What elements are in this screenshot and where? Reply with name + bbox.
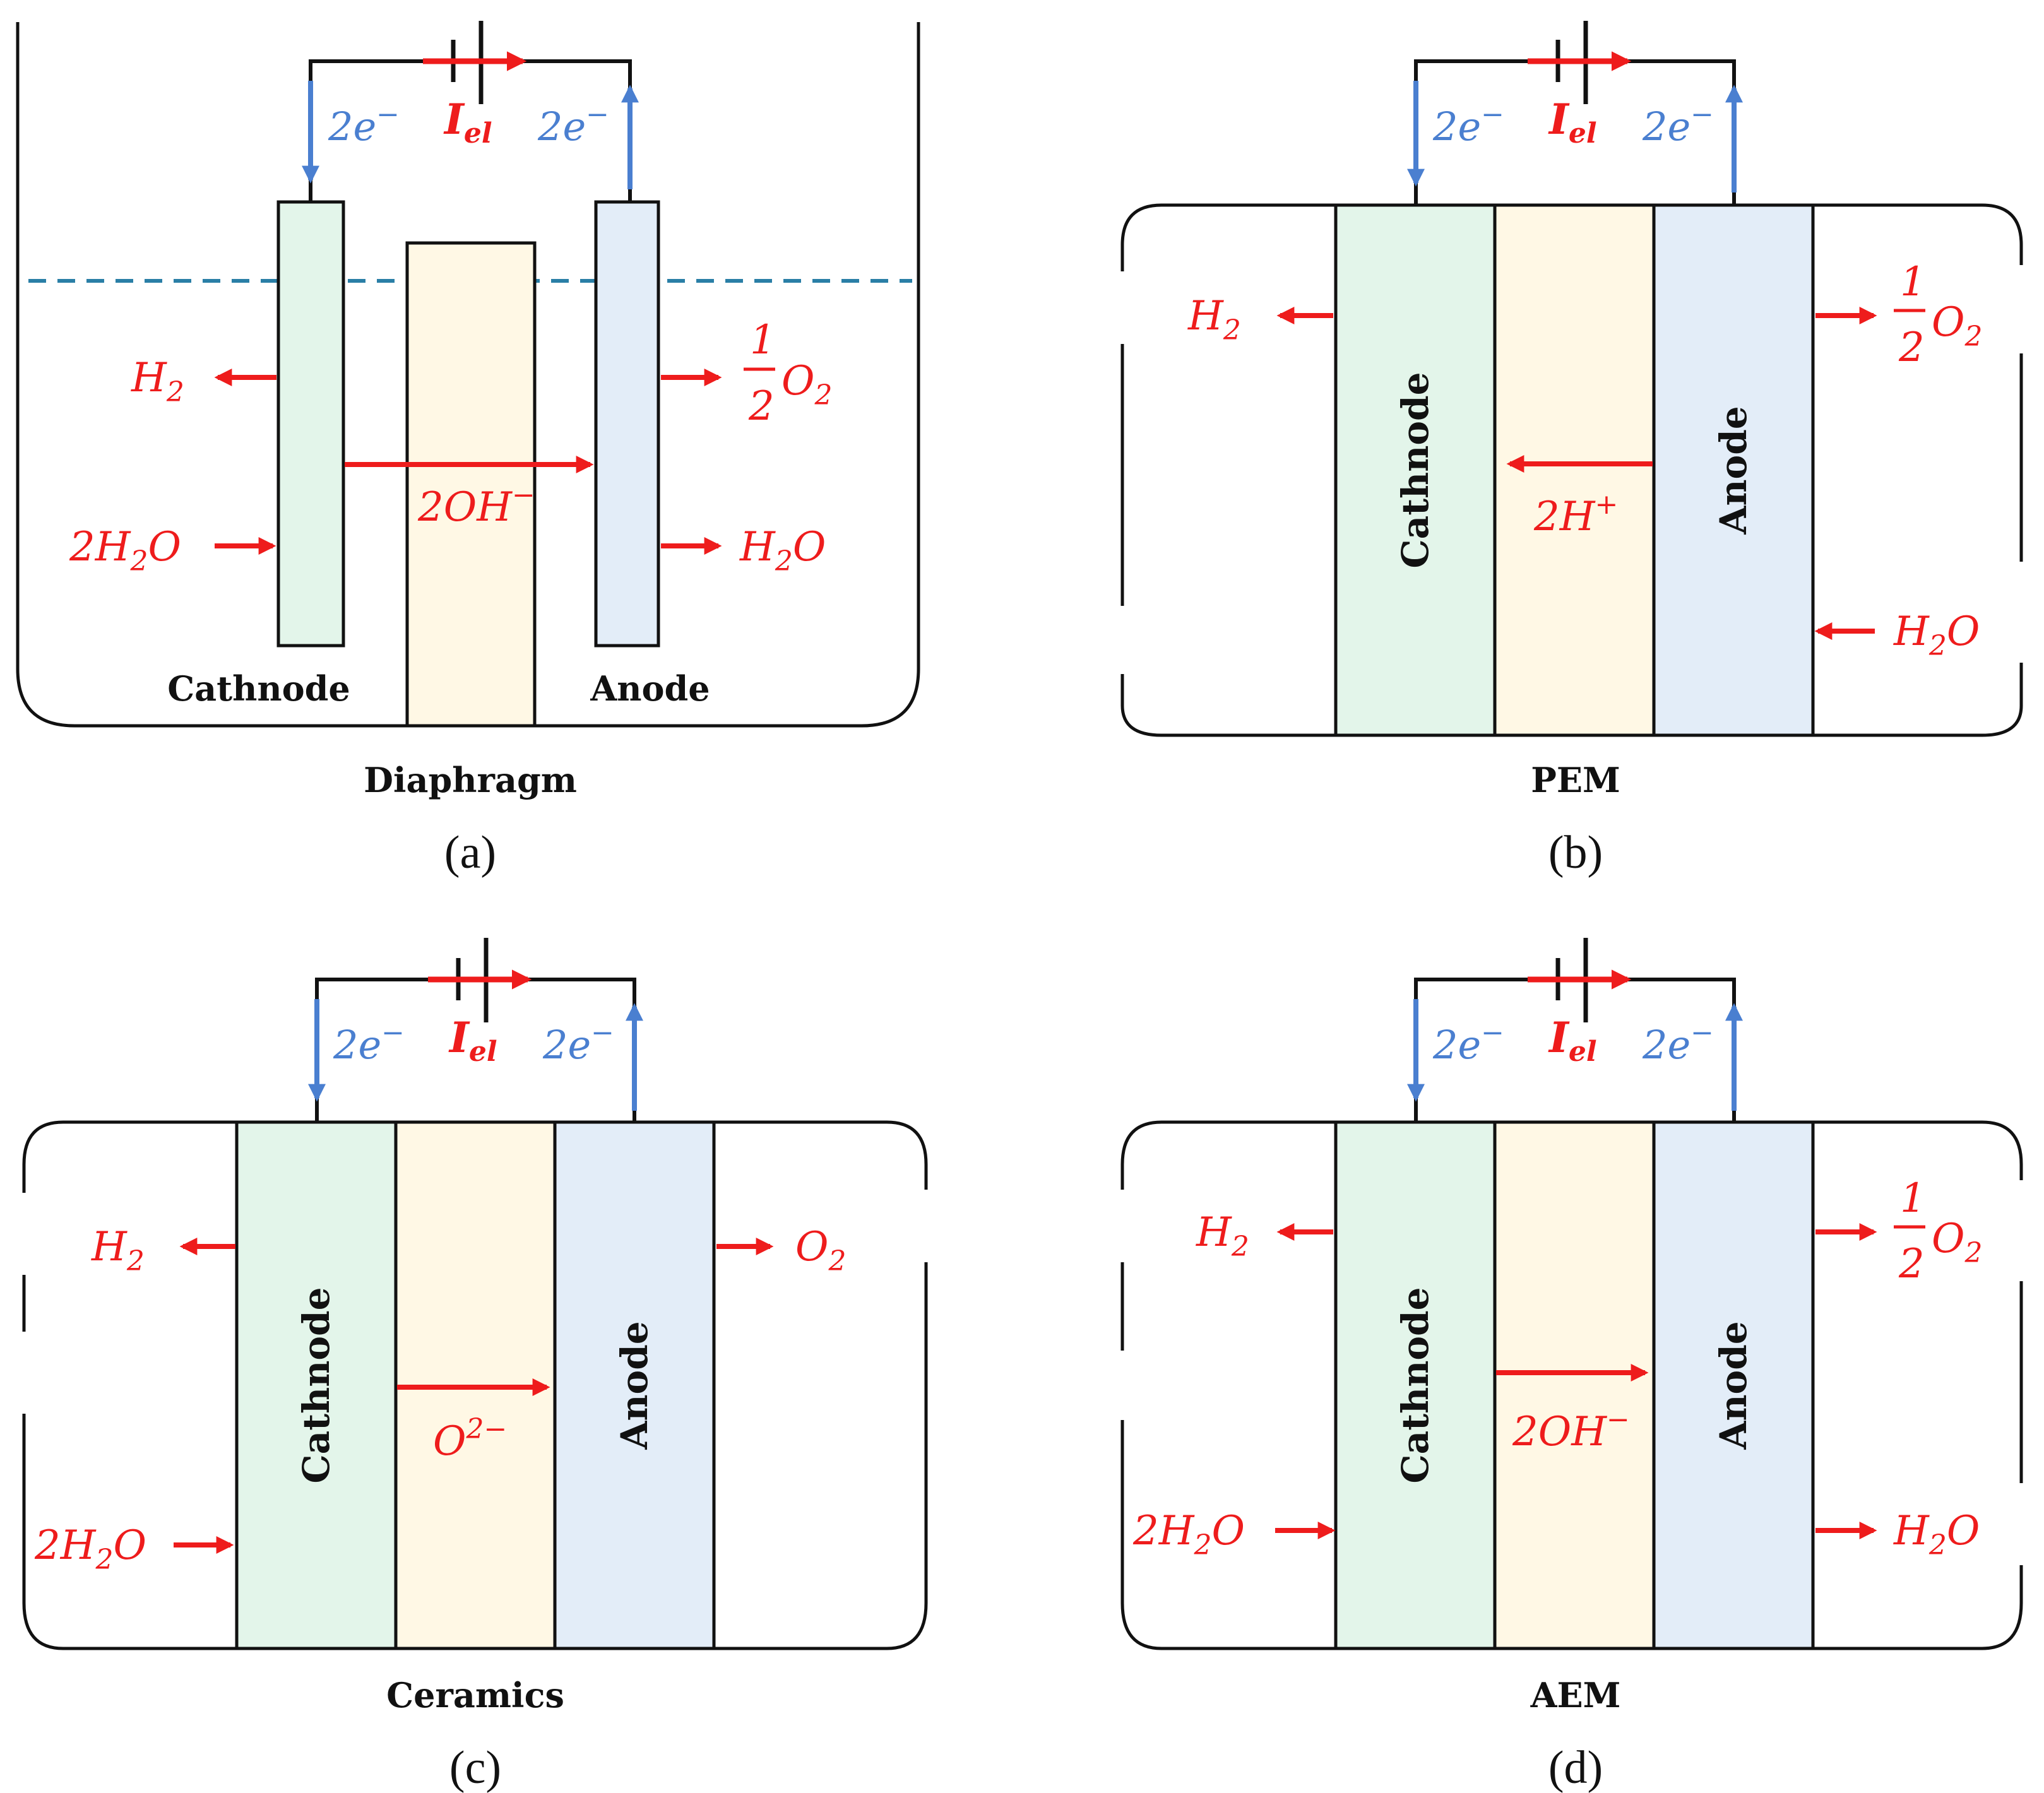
current-label: Iel [1548, 1013, 1597, 1068]
anode-layer [553, 1120, 716, 1650]
electron-label-anode: 2e− [537, 98, 609, 150]
anode-label: Anode [613, 1321, 656, 1450]
panel-caption: (b) [1548, 827, 1603, 879]
o2-fraction-denominator: 2 [1898, 324, 1925, 371]
anode-label: Anode [590, 668, 710, 709]
panel-caption: (d) [1548, 1742, 1603, 1793]
anode-layer [1652, 203, 1815, 737]
membrane-layer [1493, 1120, 1656, 1650]
electron-label-anode: 2e− [1642, 98, 1714, 150]
separator-label: PEM [1531, 760, 1620, 800]
anode-layer [1652, 1120, 1815, 1650]
panel-c: 2e− 2e− Iel H2 O2 O2− 2H2O Cathnode Anod… [22, 938, 928, 1793]
water-in-label: 2H2O [1132, 1508, 1245, 1561]
ion-label: 2OH− [1512, 1404, 1630, 1455]
electron-label-anode: 2e− [542, 1017, 614, 1068]
cathode-label: Cathnode [295, 1287, 338, 1483]
panel-caption: (c) [449, 1742, 501, 1793]
cathode-label: Cathnode [1394, 1287, 1437, 1483]
water-in-label: 2H2O [34, 1522, 146, 1576]
o2-label: 1 2 O2 [744, 317, 832, 430]
electron-label-cathode: 2e− [328, 98, 400, 150]
current-label: Iel [443, 95, 492, 150]
h2-label: H2 [91, 1224, 145, 1277]
anode-label: Anode [1712, 406, 1755, 535]
panel-a: 2e− 2e− Iel H2 2H2O 2OH− 1 2 O2 H2O Cath… [16, 21, 920, 879]
cathode-layer [1334, 203, 1497, 737]
panel-b: 2e− 2e− Iel H2 2H+ 1 2 O2 H2O Cathnode A… [1120, 21, 2023, 879]
separator-label: AEM [1530, 1675, 1621, 1715]
panel-d: 2e− 2e− Iel H2 1 2 O2 2OH− 2H2O H2O Cath… [1120, 938, 2023, 1793]
current-label: Iel [1548, 95, 1597, 150]
o2-fraction-numerator: 1 [1900, 1175, 1926, 1222]
diaphragm [405, 241, 537, 728]
current-label: Iel [448, 1013, 497, 1068]
o2-species: O2 [781, 358, 832, 411]
membrane-layer [1493, 203, 1656, 737]
anode-electrode [594, 200, 660, 648]
o2-fraction-denominator: 2 [1898, 1241, 1925, 1287]
water-out-label: H2O [1893, 1508, 1980, 1561]
anode-label: Anode [1712, 1321, 1755, 1450]
o2-species: O2 [1932, 1216, 1982, 1269]
electron-label-cathode: 2e− [1432, 1017, 1504, 1068]
electron-label-anode: 2e− [1642, 1017, 1714, 1068]
o2-fraction-denominator: 2 [748, 383, 775, 430]
separator-label: Diaphragm [364, 760, 577, 800]
h2-label: H2 [1187, 293, 1241, 346]
electron-label-cathode: 2e− [1432, 98, 1504, 150]
cathode-label: Cathnode [1394, 372, 1437, 568]
ion-label: O2− [433, 1413, 507, 1465]
water-in-label: H2O [1893, 608, 1980, 662]
electron-label-cathode: 2e− [333, 1017, 405, 1068]
water-out-label: H2O [739, 524, 826, 577]
ion-label: 2OH− [417, 479, 535, 531]
o2-fraction-numerator: 1 [750, 317, 776, 364]
cathode-layer [1334, 1120, 1497, 1650]
ion-label: 2H+ [1533, 488, 1618, 540]
cathode-electrode [276, 200, 345, 648]
h2-label: H2 [1196, 1209, 1249, 1263]
h2-label: H2 [131, 355, 184, 408]
panel-caption: (a) [444, 827, 496, 879]
separator-label: Ceramics [386, 1675, 564, 1715]
o2-fraction-numerator: 1 [1900, 259, 1926, 305]
water-in-label: 2H2O [69, 524, 181, 577]
o2-label: 1 2 O2 [1894, 259, 1982, 371]
o2-label: 1 2 O2 [1894, 1175, 1982, 1287]
o2-label: O2 [795, 1224, 846, 1277]
cathode-label: Cathnode [167, 668, 350, 709]
o2-species: O2 [1932, 299, 1982, 353]
